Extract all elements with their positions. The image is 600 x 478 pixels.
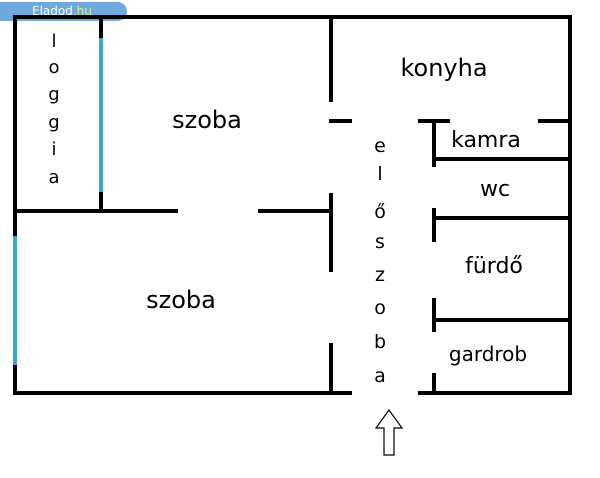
room-label-loggia-1: o xyxy=(48,57,59,78)
room-label-loggia-4: i xyxy=(51,139,56,160)
room-label-kamra: kamra xyxy=(451,128,521,153)
room-label-wc: wc xyxy=(480,177,510,202)
room-label-loggia-3: g xyxy=(48,112,59,133)
room-label-szoba-bottom: szoba xyxy=(146,286,216,314)
room-label-eloszoba-4: z xyxy=(375,264,385,286)
arrow-up-icon xyxy=(374,408,404,456)
room-label-eloszoba-3: s xyxy=(375,231,385,253)
room-label-eloszoba-0: e xyxy=(374,135,386,157)
site-logo-name: Eladod xyxy=(32,4,73,18)
room-label-eloszoba-7: a xyxy=(374,365,386,387)
room-label-eloszoba-5: o xyxy=(374,297,386,319)
room-label-eloszoba-1: l xyxy=(377,163,382,185)
room-label-gardrob: gardrob xyxy=(449,342,527,366)
room-label-szoba-top: szoba xyxy=(172,106,242,134)
room-label-eloszoba-2: ő xyxy=(374,201,386,223)
room-label-eloszoba-6: b xyxy=(374,331,386,353)
room-label-loggia-2: g xyxy=(48,84,59,105)
windows xyxy=(13,38,103,365)
room-label-loggia-0: l xyxy=(51,31,56,52)
room-label-loggia-5: a xyxy=(48,167,59,188)
room-label-furdo: fürdő xyxy=(465,254,523,279)
room-label-konyha: konyha xyxy=(400,54,487,82)
site-logo-tld: .hu xyxy=(72,4,92,18)
